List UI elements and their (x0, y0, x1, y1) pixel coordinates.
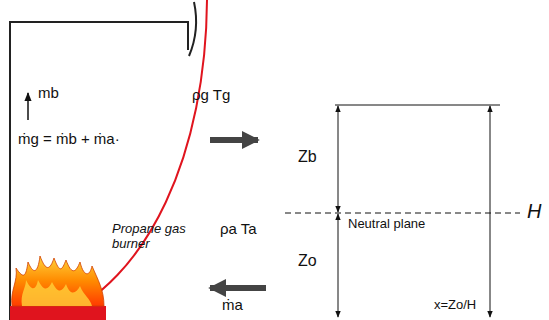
mass-flow-arrow (27, 93, 29, 120)
dimension-label: Zo (298, 252, 317, 270)
inflow-arrow (210, 285, 266, 291)
neutral-plane-line (285, 213, 520, 214)
room-wall (10, 22, 188, 320)
outflow-arrow (210, 137, 258, 143)
property-label: ρg Tg (192, 86, 230, 103)
ratio-label: x=Zo/H (432, 298, 478, 313)
dimension-arrow (338, 106, 339, 212)
dimension-arrow (490, 106, 491, 317)
dimension-line (335, 105, 500, 106)
door-edge (189, 2, 196, 56)
flame-core (22, 280, 92, 306)
flow-label: ṁa (222, 296, 243, 313)
property-label: ρa Ta (220, 220, 257, 237)
burner-base (10, 306, 106, 320)
dimension-arrow (338, 214, 339, 317)
plane-label: Neutral plane (346, 217, 427, 232)
burner-label: Propane gas burner (112, 222, 196, 252)
dimension-label: H (527, 200, 541, 223)
dimension-label: Zb (298, 148, 317, 166)
flow-equation: ṁg = ṁb + ṁa· (18, 130, 120, 147)
flame (12, 256, 104, 306)
flow-label: mb (38, 84, 59, 101)
